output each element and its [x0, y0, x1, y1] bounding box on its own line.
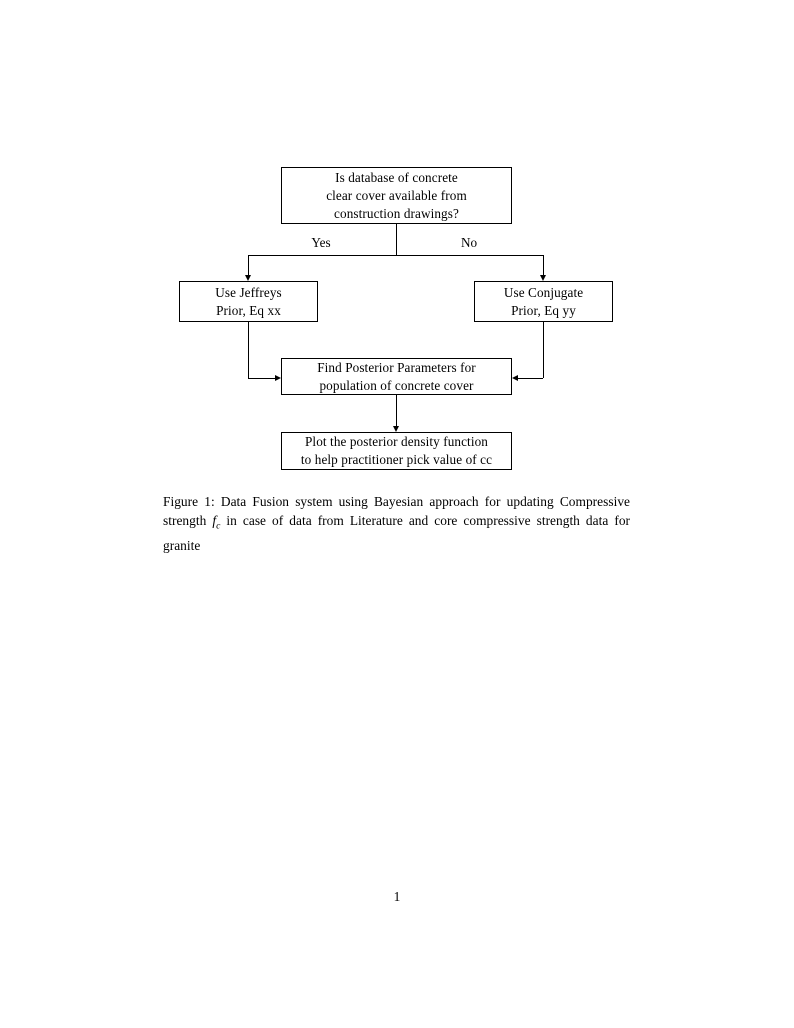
flowchart-node-plot-density: Plot the posterior density function to h…	[281, 432, 512, 470]
figure-caption-label: Figure 1:	[163, 494, 215, 509]
edge-conjugate-elbow-vertical	[543, 322, 544, 378]
node-plot-line-2: to help practitioner pick value of cc	[300, 452, 493, 467]
edge-conjugate-elbow-horizontal	[518, 378, 543, 379]
node-plot-line-1: Plot the posterior density function	[305, 434, 488, 449]
caption-math-symbol: f	[212, 513, 217, 529]
arrowhead-into-jeffreys	[244, 275, 251, 281]
figure-flowchart: Is database of concrete clear cover avai…	[0, 0, 794, 490]
edge-yes-drop	[248, 255, 249, 275]
node-jeffreys-line-2: Prior, Eq xx	[216, 302, 281, 318]
page-number: 1	[393, 889, 401, 904]
edge-posterior-to-plot	[396, 395, 397, 426]
edge-split-bar	[248, 255, 544, 256]
flowchart-node-decision: Is database of concrete clear cover avai…	[281, 167, 512, 224]
node-jeffreys-line-1: Use Jeffreys	[215, 284, 282, 300]
edge-decision-stem	[396, 224, 397, 255]
arrowhead-into-conjugate	[539, 275, 546, 281]
node-decision-line-2: clear cover available from	[326, 187, 467, 203]
flowchart-node-conjugate-prior: Use Conjugate Prior, Eq yy	[474, 281, 613, 322]
edge-jeffreys-elbow-horizontal	[248, 378, 275, 379]
node-posterior-line-1: Find Posterior Parameters for	[317, 359, 476, 375]
branch-label-yes: Yes	[311, 235, 331, 250]
branch-label-no: No	[460, 235, 478, 250]
figure-caption: Figure 1: Data Fusion system using Bayes…	[163, 492, 630, 555]
arrowhead-into-plot	[392, 426, 399, 432]
node-conjugate-line-2: Prior, Eq yy	[511, 302, 576, 318]
caption-math-fc: fc	[212, 513, 220, 532]
node-conjugate-line-1: Use Conjugate	[503, 284, 584, 300]
flowchart-node-jeffreys-prior: Use Jeffreys Prior, Eq xx	[179, 281, 318, 322]
node-posterior-line-2: population of concrete cover	[319, 377, 474, 393]
figure-caption-text-after: in case of data from Literature and core…	[163, 513, 631, 554]
edge-jeffreys-elbow-vertical	[248, 322, 249, 378]
arrowhead-into-posterior-left	[275, 374, 281, 381]
figure-caption-text-before: Data Fusion system using Bayesian approa…	[163, 494, 630, 529]
node-decision-line-1: Is database of concrete	[335, 169, 458, 185]
node-decision-line-3: construction drawings?	[334, 205, 459, 221]
caption-math-subscript: c	[216, 520, 221, 532]
arrowhead-into-posterior-right	[512, 374, 518, 381]
flowchart-node-posterior-parameters: Find Posterior Parameters for population…	[281, 358, 512, 395]
edge-no-drop	[543, 255, 544, 275]
